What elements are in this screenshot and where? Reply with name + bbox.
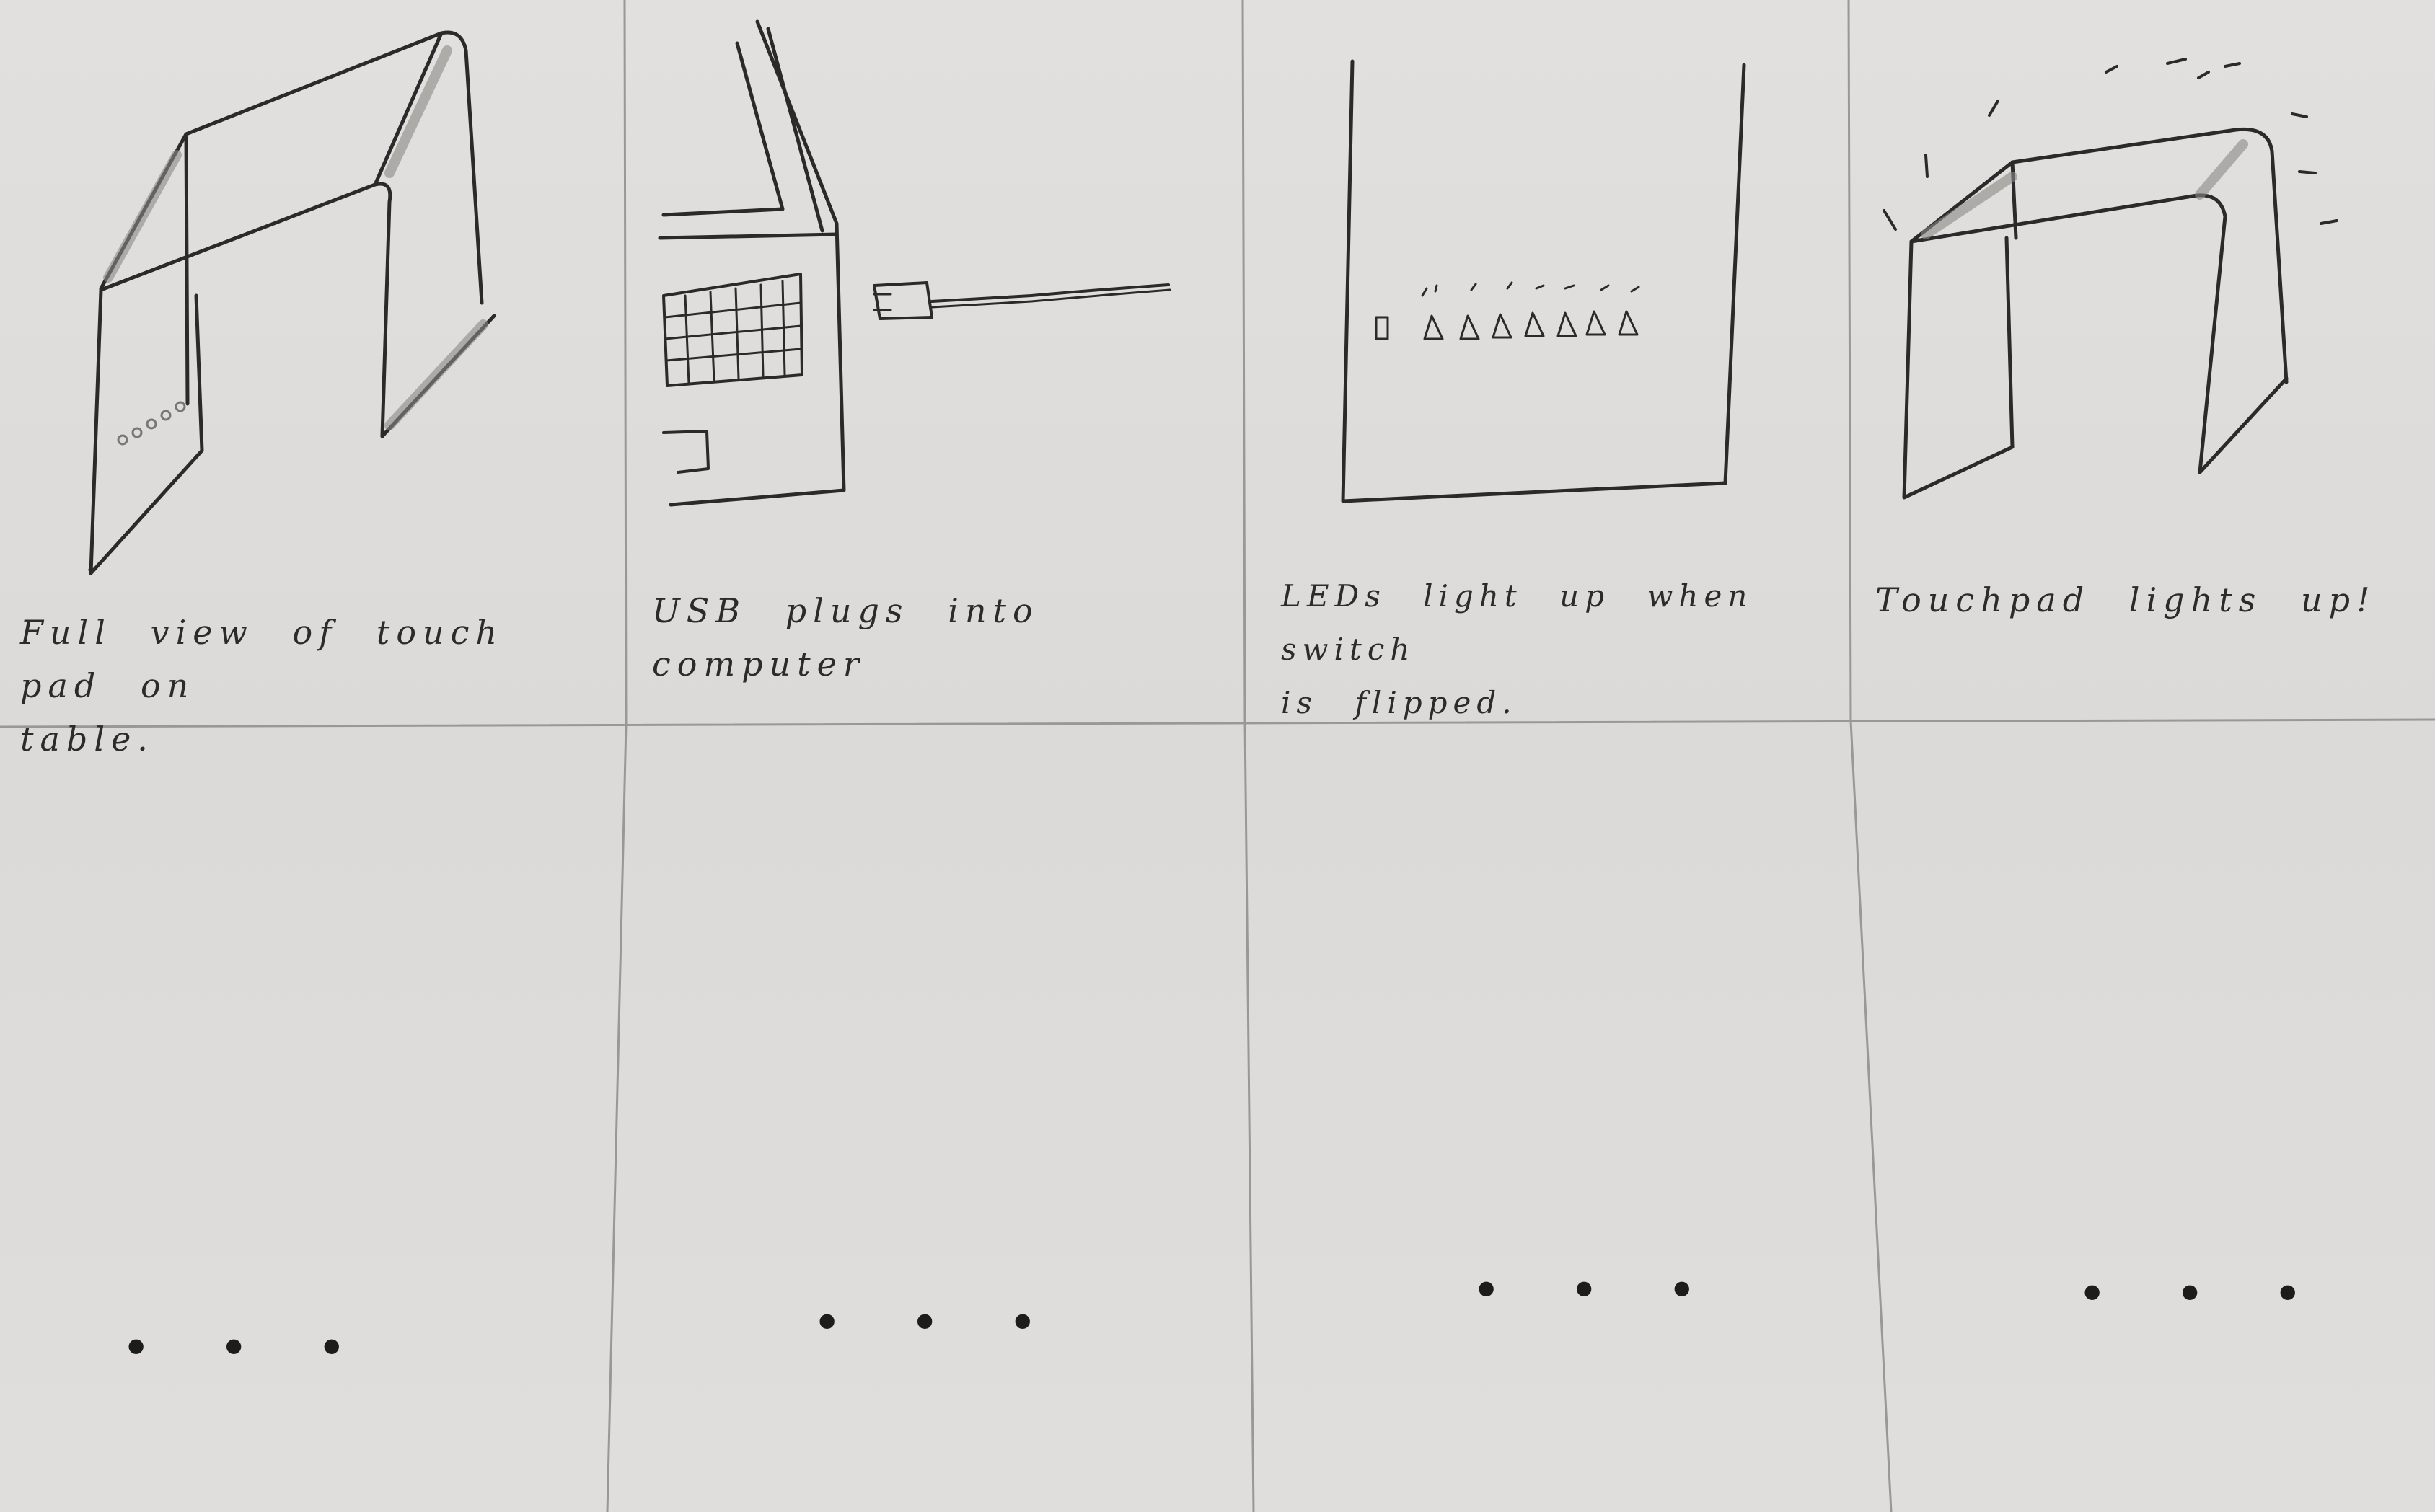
touchpad-glow-sketch (1883, 58, 2338, 500)
touchpad-arch-sketch (88, 30, 496, 575)
panel-1-caption: Full view of touch pad on table. (20, 613, 504, 759)
panel-3-caption: LEDs light up when switch is flipped. (1281, 578, 1753, 720)
panel-5-continuation-dots: • • • (121, 1319, 373, 1378)
led-row-sketch (1341, 59, 1746, 503)
glow-rays (1883, 58, 2338, 231)
panel-8-continuation-dots: • • • (2077, 1265, 2329, 1324)
usb-laptop-sketch (658, 19, 1171, 507)
panel-6-continuation-dots: • • • (812, 1294, 1064, 1353)
panel-7-continuation-dots: • • • (1471, 1261, 1723, 1320)
touchpad-led-dots (117, 401, 186, 446)
panel-4-caption: Touchpad lights up! (1875, 580, 2377, 619)
panel-2-caption: USB plugs into computer (652, 591, 1039, 684)
